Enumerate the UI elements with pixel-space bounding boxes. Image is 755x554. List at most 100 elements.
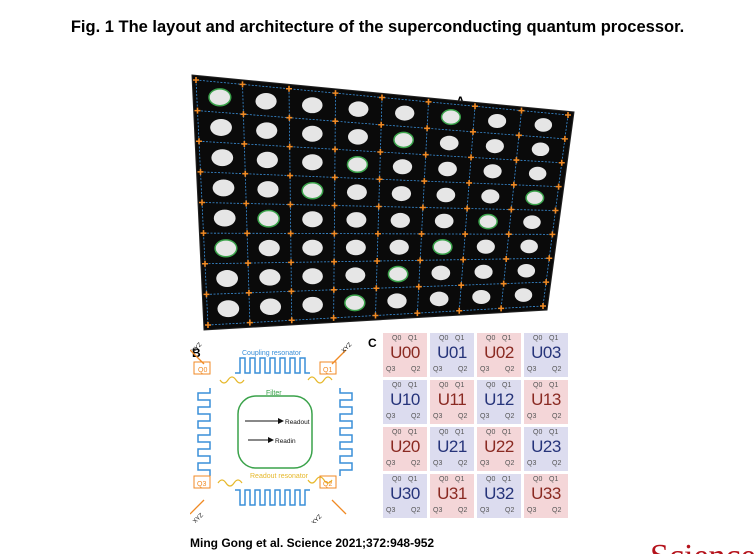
control-cross-icon bbox=[425, 98, 432, 105]
control-cross-icon bbox=[500, 280, 507, 287]
qubit-disc bbox=[485, 139, 504, 154]
control-cross-icon bbox=[421, 178, 428, 185]
qubit-disc bbox=[390, 212, 410, 228]
readout-arrow-icon bbox=[278, 418, 284, 424]
unit-label: U30 bbox=[390, 484, 420, 503]
control-cross-icon bbox=[288, 259, 295, 266]
qubit-label-q1: Q1 bbox=[502, 476, 512, 483]
qubit-disc bbox=[208, 88, 232, 107]
coupler-q3 bbox=[217, 479, 243, 487]
qubit-label-q0: Q0 bbox=[439, 429, 449, 436]
qubit-disc bbox=[346, 212, 367, 228]
unit-label: U31 bbox=[437, 484, 467, 503]
qubit-label-q2: Q2 bbox=[505, 366, 515, 373]
qubit-disc bbox=[387, 265, 409, 283]
qubit-label-q2: Q2 bbox=[411, 507, 421, 514]
qubit-disc bbox=[301, 182, 324, 200]
qubit-disc bbox=[391, 186, 412, 202]
qubit-label-q1: Q1 bbox=[549, 335, 559, 342]
control-cross-icon bbox=[540, 303, 546, 309]
qubit-label-q1: Q1 bbox=[455, 335, 465, 342]
unit-label: U21 bbox=[437, 437, 467, 456]
qubit-label-q0: Q0 bbox=[486, 382, 496, 389]
control-cross-icon bbox=[513, 157, 520, 164]
control-cross-icon bbox=[376, 176, 383, 183]
control-cross-icon bbox=[372, 312, 379, 319]
qubit-disc bbox=[429, 291, 449, 307]
unit-label: U13 bbox=[531, 390, 561, 409]
control-cross-icon bbox=[468, 154, 475, 161]
qubit-label-q2: Q2 bbox=[411, 413, 421, 420]
qubit-label-q3: Q3 bbox=[480, 460, 490, 467]
qubit-label-q0: Q0 bbox=[486, 476, 496, 483]
qubit-disc bbox=[488, 113, 507, 129]
qubit-disc bbox=[528, 166, 547, 181]
control-cross-icon bbox=[515, 132, 522, 139]
control-cross-icon bbox=[331, 174, 338, 181]
qubit-disc bbox=[213, 209, 236, 227]
control-cross-icon bbox=[565, 112, 571, 118]
qubit-label-q2: Q2 bbox=[458, 366, 468, 373]
unit-label: U02 bbox=[484, 343, 514, 362]
citation: Ming Gong et al. Science 2021;372:948-95… bbox=[190, 536, 435, 550]
control-cross-icon bbox=[422, 151, 429, 158]
readin-label: Readin bbox=[275, 438, 296, 445]
chip-grid bbox=[193, 77, 571, 328]
qubit-label-q0: Q0 bbox=[392, 429, 402, 436]
qubit-disc bbox=[257, 209, 280, 228]
qubit-label-q0: Q0 bbox=[392, 476, 402, 483]
qubit-label-q3: Q3 bbox=[386, 507, 396, 514]
control-cross-icon bbox=[378, 121, 385, 128]
qubit-label-q1: Q1 bbox=[502, 335, 512, 342]
qubit-disc bbox=[302, 97, 323, 114]
qubit-label-q2: Q2 bbox=[552, 507, 562, 514]
q2-label: Q2 bbox=[323, 481, 332, 488]
control-cross-icon bbox=[546, 255, 553, 262]
qubit-disc bbox=[257, 181, 279, 198]
qubit-label-q2: Q2 bbox=[552, 366, 562, 373]
control-cross-icon bbox=[374, 230, 381, 237]
qubit-label-q2: Q2 bbox=[505, 460, 515, 467]
unit-label: U10 bbox=[390, 390, 420, 409]
qubit-label-q1: Q1 bbox=[408, 476, 418, 483]
qubit-disc bbox=[302, 296, 323, 313]
qubit-label-q3: Q3 bbox=[480, 413, 490, 420]
qubit-label-q3: Q3 bbox=[386, 413, 396, 420]
qubit-disc bbox=[438, 161, 457, 177]
qubit-label-q1: Q1 bbox=[408, 429, 418, 436]
qubit-disc bbox=[476, 239, 495, 254]
qubit-disc bbox=[255, 93, 277, 110]
coupler-q0 bbox=[219, 376, 245, 384]
coupler-q1 bbox=[307, 376, 333, 384]
qubit-disc bbox=[348, 129, 368, 145]
control-cross-icon bbox=[202, 260, 208, 267]
qubit-disc bbox=[302, 268, 323, 285]
unit-label: U01 bbox=[437, 343, 467, 362]
control-cross-icon bbox=[377, 149, 384, 155]
qubit-label-q0: Q0 bbox=[439, 335, 449, 342]
qubit-disc bbox=[432, 238, 453, 256]
control-cross-icon bbox=[243, 200, 250, 207]
qubit-label-q3: Q3 bbox=[527, 366, 537, 373]
qubit-label-q0: Q0 bbox=[533, 429, 543, 436]
qubit-disc bbox=[523, 215, 541, 229]
qubit-disc bbox=[431, 265, 451, 281]
unit-label: U03 bbox=[531, 343, 561, 362]
control-cross-icon bbox=[417, 257, 424, 264]
control-cross-icon bbox=[373, 285, 380, 292]
unit-label: U20 bbox=[390, 437, 420, 456]
qubit-label-q0: Q0 bbox=[486, 429, 496, 436]
control-cross-icon bbox=[197, 168, 204, 175]
coupling-resonator-label: Coupling resonator bbox=[242, 350, 302, 357]
qubit-label-q2: Q2 bbox=[411, 366, 421, 373]
control-cross-icon bbox=[375, 203, 382, 210]
